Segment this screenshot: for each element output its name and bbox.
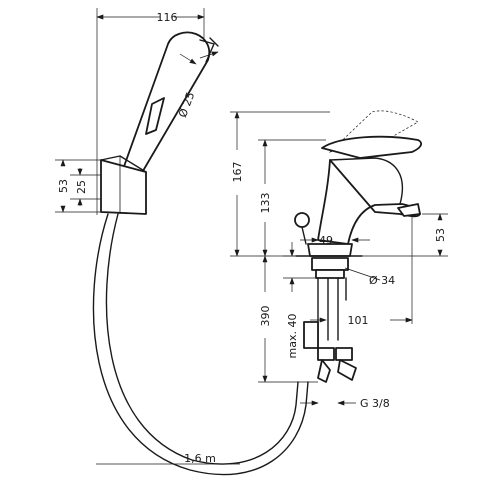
dim-1-6-m: 1,6 m: [184, 452, 216, 465]
dim-101: 101: [348, 314, 369, 327]
dim-167: 167: [231, 162, 244, 183]
faucet: [294, 110, 422, 257]
dim-49: 49: [319, 234, 333, 247]
under-counter-fittings: [303, 257, 357, 383]
dim-116: 116: [157, 11, 178, 24]
dim-g-3-8: G 3/8: [360, 397, 390, 410]
dim-25-left: 25: [75, 180, 88, 194]
hand-shower: [121, 31, 219, 177]
dim-diameter-34: Ø 34: [369, 274, 395, 287]
dim-133: 133: [259, 193, 272, 214]
dim-390: 390: [259, 306, 272, 327]
shower-holder: [100, 155, 147, 215]
dim-53-left: 53: [57, 179, 70, 193]
dim-max-40: max. 40: [286, 314, 299, 359]
dimension-lines: [55, 8, 448, 465]
shower-hose: [92, 213, 309, 476]
dim-53-right: 53: [434, 228, 447, 242]
